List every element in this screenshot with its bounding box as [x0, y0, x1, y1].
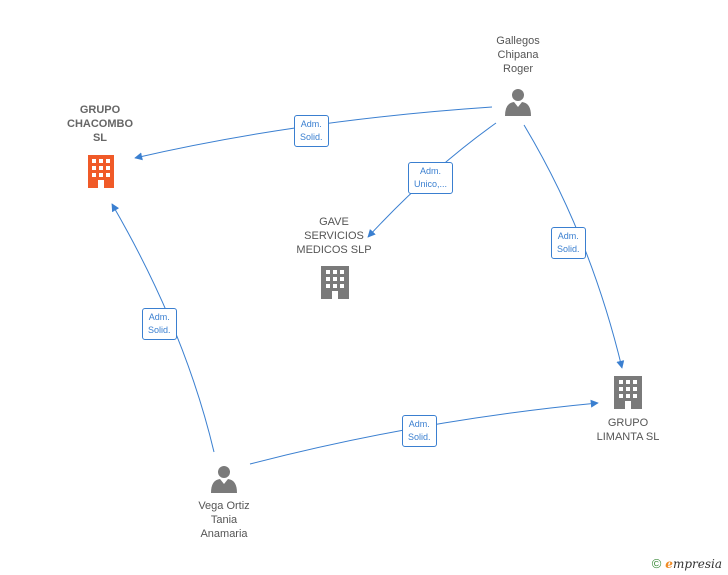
- person-icon[interactable]: [505, 89, 531, 116]
- edge-label-line: Adm.: [408, 419, 430, 429]
- node-label-line: SL: [92, 132, 108, 144]
- node-label-gallegos[interactable]: Gallegos Chipana Roger: [478, 34, 558, 76]
- node-label-gave[interactable]: GAVE SERVICIOS MEDICOS SLP: [284, 215, 384, 257]
- edge-label-gallegos-gave[interactable]: Adm. Unico,...: [408, 162, 454, 194]
- node-label-line: GAVE: [319, 216, 349, 228]
- node-label-line: GRUPO: [607, 417, 649, 429]
- edge-label-line: Solid.: [148, 325, 171, 335]
- building-icon[interactable]: [88, 155, 114, 188]
- node-label-line: Vega Ortiz: [198, 500, 250, 512]
- person-icon[interactable]: [211, 466, 237, 493]
- edge-label-gallegos-limanta[interactable]: Adm. Solid.: [551, 227, 586, 259]
- node-label-line: Roger: [503, 63, 533, 75]
- edge-label-line: Adm.: [420, 166, 442, 176]
- building-icon[interactable]: [614, 376, 642, 409]
- node-label-line: GRUPO: [79, 104, 121, 116]
- edge-label-line: Solid.: [557, 244, 580, 254]
- brand-logo-initial: e: [665, 557, 673, 571]
- node-label-limanta[interactable]: GRUPO LIMANTA SL: [580, 416, 676, 444]
- building-icon[interactable]: [321, 266, 349, 299]
- edge-label-line: Solid.: [300, 132, 323, 142]
- node-label-line: Tania: [210, 514, 238, 526]
- node-label-line: MEDICOS SLP: [296, 244, 372, 256]
- node-label-line: Anamaria: [200, 528, 248, 540]
- node-label-line: Gallegos: [496, 35, 540, 47]
- node-label-line: Chipana: [497, 49, 539, 61]
- edge-label-vega-limanta[interactable]: Adm. Solid.: [402, 415, 437, 447]
- edge-label-line: Adm.: [557, 231, 579, 241]
- edge-label-line: Solid.: [408, 432, 431, 442]
- brand-logo-text: mpresia: [672, 557, 722, 571]
- edge-label-line: Unico,...: [414, 179, 448, 189]
- node-label-line: LIMANTA SL: [596, 431, 660, 443]
- edge-label-line: Adm.: [148, 312, 170, 322]
- node-label-line: CHACOMBO: [67, 118, 133, 130]
- edge-label-gallegos-chacombo[interactable]: Adm. Solid.: [294, 115, 329, 147]
- node-label-vega[interactable]: Vega Ortiz Tania Anamaria: [182, 499, 266, 541]
- edge-label-line: Adm.: [300, 119, 322, 129]
- node-label-line: SERVICIOS: [304, 230, 364, 242]
- edge-label-vega-chacombo[interactable]: Adm. Solid.: [142, 308, 177, 340]
- copyright-icon: ©: [651, 556, 662, 571]
- footer-brand: ©empresia: [652, 556, 722, 571]
- node-label-chacombo[interactable]: GRUPO CHACOMBO SL: [50, 103, 150, 145]
